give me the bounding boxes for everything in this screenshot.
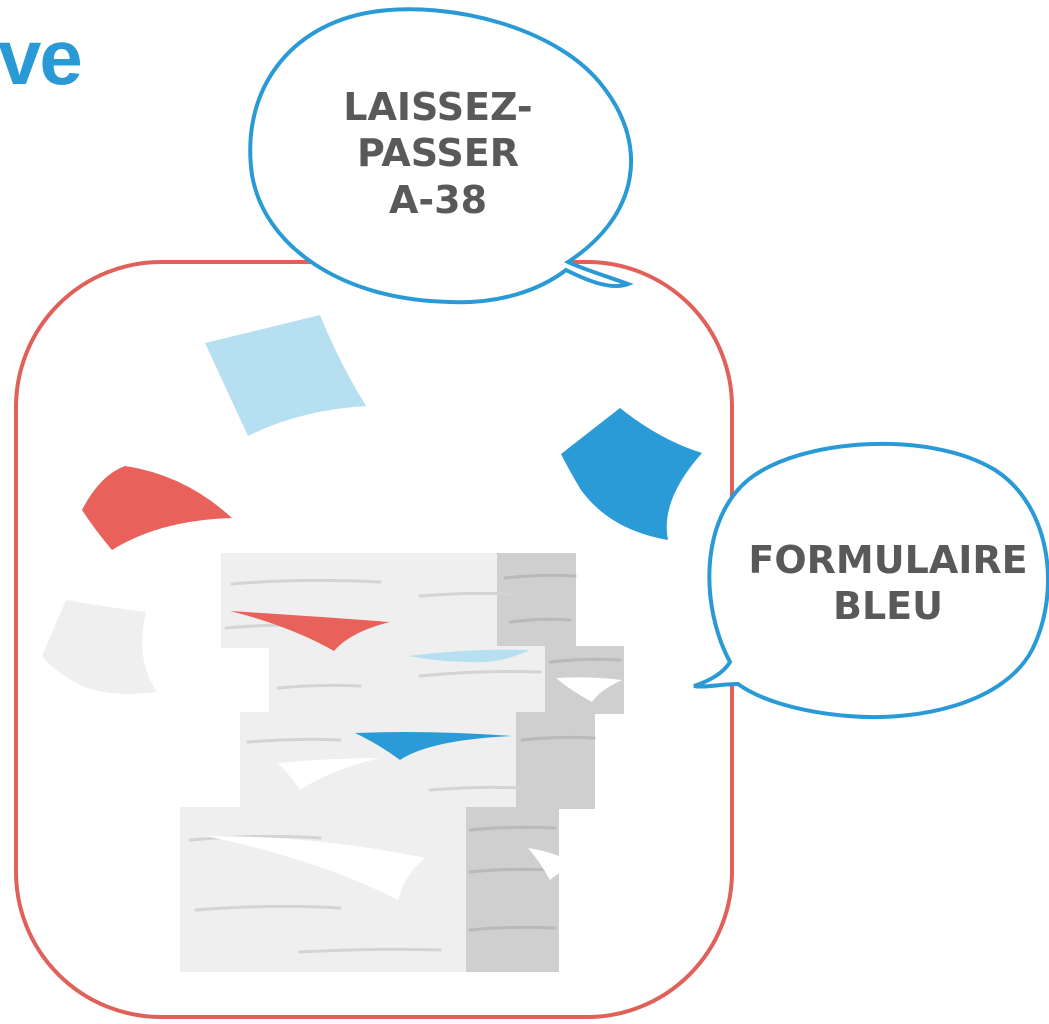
bubble-label-laissez-passer: LAISSEZ- PASSER A-38 — [313, 84, 563, 223]
light-blue-sheet-icon — [205, 315, 366, 436]
bubble-line: PASSER — [356, 131, 520, 176]
bubble-line: FORMULAIRE — [748, 538, 1028, 582]
bubble-line: LAISSEZ- — [343, 85, 533, 129]
paper-stack-icon — [180, 553, 624, 972]
bubble-line: A-38 — [388, 177, 488, 222]
red-sheet-icon — [82, 466, 232, 550]
bubble-label-formulaire: FORMULAIRE BLEU — [718, 537, 1049, 630]
speech-bubble-icon — [693, 441, 1049, 720]
bubble-line: BLEU — [833, 584, 943, 629]
gray-sheet-icon — [42, 600, 157, 694]
blue-sheet-icon — [561, 408, 702, 540]
title-fragment: ve — [0, 13, 83, 101]
speech-bubble-icon — [248, 7, 634, 305]
